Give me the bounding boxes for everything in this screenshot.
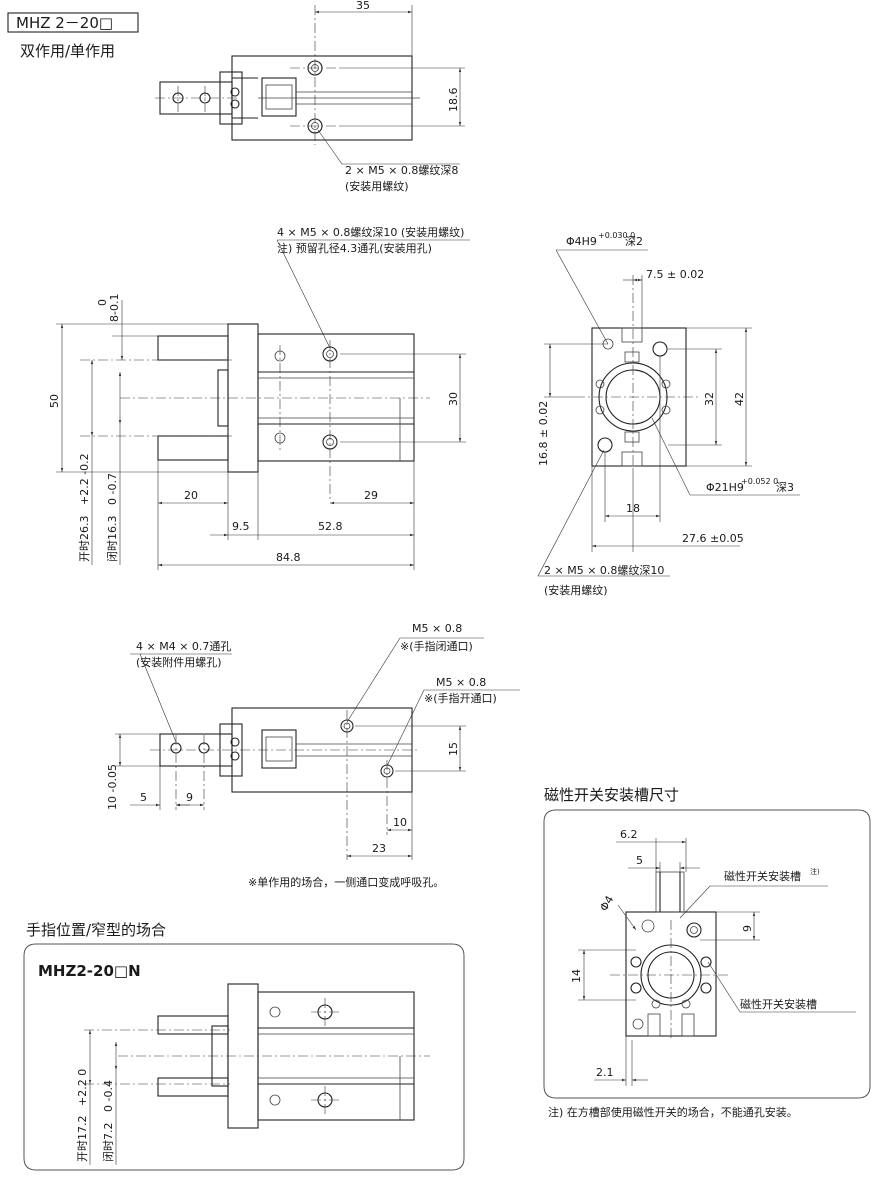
dim-20: 20 [184, 489, 198, 502]
narrow-type-section: 手指位置/窄型的场合 MHZ2-20□N 开时17.2 +2.2 0 闭时7.2… [23, 921, 465, 1171]
thread-hole-top [652, 341, 668, 357]
narrow-close-tol: 0 -0.4 [102, 1080, 115, 1112]
switch-section-title: 磁性开关安装槽尺寸 [544, 786, 679, 804]
dim-15: 15 [447, 742, 460, 756]
dim-84-8: 84.8 [276, 551, 301, 564]
dim-42: 42 [733, 392, 746, 406]
dim-9: 9 [186, 791, 193, 804]
model-box [7, 12, 139, 33]
open-tol: +2.2 -0.2 [78, 453, 91, 505]
dim-35: 35 [356, 0, 370, 12]
dim-16-8: 16.8 ± 0.02 [537, 401, 550, 466]
switch-footnote: 注) 在方槽部使用磁性开关的场合，不能通孔安装。 [548, 1105, 798, 1119]
note-thread-2: (安装用螺纹) [544, 583, 608, 597]
dim-7-5: 7.5 ± 0.02 [646, 268, 704, 281]
open-label: 开时26.3 [78, 516, 91, 563]
dim-32: 32 [703, 392, 716, 406]
port-open-2: ※(手指开通口) [424, 691, 497, 705]
switch-slot-section: 磁性开关安装槽尺寸 6.2 5 磁性开关安装槽 注) [543, 786, 871, 1119]
bore-top-depth: 深2 [625, 235, 643, 248]
narrow-close-label: 闭时7.2 [102, 1123, 115, 1163]
narrow-section-title: 手指位置/窄型的场合 [26, 921, 166, 939]
port-close-2: ※(手指闭通口) [400, 639, 473, 653]
note-m4-1: 4 × M4 × 0.7通孔 [136, 640, 231, 653]
dim-6-2: 6.2 [620, 828, 638, 841]
dim-23: 23 [372, 842, 386, 855]
close-label: 闭时16.3 [106, 516, 119, 563]
end-cap [219, 71, 243, 125]
slot-label-top: 磁性开关安装槽 [724, 869, 801, 883]
dim-10: 10 [393, 816, 407, 829]
bore-top-label: Φ4H9 [566, 235, 597, 248]
dim-8-top: 0 [96, 299, 109, 306]
view-ports: 4 × M4 × 0.7通孔 (安装附件用螺孔) M5 × 0.8 ※(手指闭通… [106, 622, 520, 889]
finger-lower [157, 435, 229, 461]
bore-top-tol: +0.030 0 [598, 231, 635, 240]
narrow-finger-upper [157, 1015, 229, 1035]
dim-30: 30 [447, 392, 460, 406]
finger-upper [157, 335, 229, 361]
port-open-1: M5 × 0.8 [436, 676, 486, 689]
action-type-label: 双作用/单作用 [20, 42, 115, 60]
dim-18-6: 18.6 [447, 88, 460, 113]
narrow-finger-lower [157, 1077, 229, 1097]
slot-label-right: 磁性开关安装槽 [740, 997, 817, 1011]
note-thread-1: 2 × M5 × 0.8螺纹深10 [544, 563, 664, 577]
dim-8: 8-0.1 [108, 294, 121, 322]
view-end: Φ4H9 +0.030 0 深2 7.5 ± 0.02 32 [537, 231, 800, 597]
dim-phi4: Φ4 [597, 893, 616, 913]
narrow-open-tol: +2.2 0 [76, 1069, 89, 1106]
dim-9-5: 9.5 [232, 520, 250, 533]
dim-50: 50 [48, 394, 61, 408]
footnote-single-acting: ※单作用的场合，一侧通口变成呼吸孔。 [248, 875, 444, 889]
bore-main-label: Φ21H9 [706, 481, 744, 494]
model-label: MHZ 2－20□ [16, 14, 113, 32]
dim-5: 5 [636, 854, 643, 867]
note-thread-2: (安装用螺纹) [345, 179, 409, 193]
note-4xm5-2: 注) 预留孔径4.3通孔(安装用孔) [277, 241, 432, 255]
dim-9: 9 [741, 925, 754, 932]
view-main-front: 4 × M5 × 0.8螺纹深10 (安装用螺纹) 注) 预留孔径4.3通孔(安… [48, 225, 470, 570]
note-4xm5-1: 4 × M5 × 0.8螺纹深10 (安装用螺纹) [277, 225, 464, 239]
dim-52-8: 52.8 [318, 520, 343, 533]
dim-27-6: 27.6 ±0.05 [682, 532, 744, 545]
narrow-model: MHZ2-20□N [38, 962, 141, 980]
slot-note-mark: 注) [810, 867, 820, 876]
dim-29: 29 [364, 489, 378, 502]
bore-main-depth: 深3 [776, 481, 794, 494]
view-top-small: 35 18.6 2 × M5 × 0.8螺纹深8 (安装用螺纹) [155, 0, 465, 193]
dim-14: 14 [570, 969, 583, 983]
note-m4-2: (安装附件用螺孔) [136, 655, 222, 669]
thread-hole-bottom [597, 437, 613, 453]
port-close-1: M5 × 0.8 [412, 622, 462, 635]
dim-10-tol: 10 -0.05 [106, 764, 119, 810]
switch-panel [543, 809, 871, 1099]
narrow-open-label: 开时17.2 [76, 1116, 89, 1163]
narrow-panel [23, 943, 465, 1171]
bore-main-tol: +0.052 0 [741, 477, 778, 486]
close-tol: 0 -0.7 [106, 473, 119, 505]
note-thread-1: 2 × M5 × 0.8螺纹深8 [345, 163, 458, 177]
header: MHZ 2－20□ 双作用/单作用 [7, 12, 139, 60]
dim-5: 5 [140, 791, 147, 804]
dim-2-1: 2.1 [596, 1066, 614, 1079]
